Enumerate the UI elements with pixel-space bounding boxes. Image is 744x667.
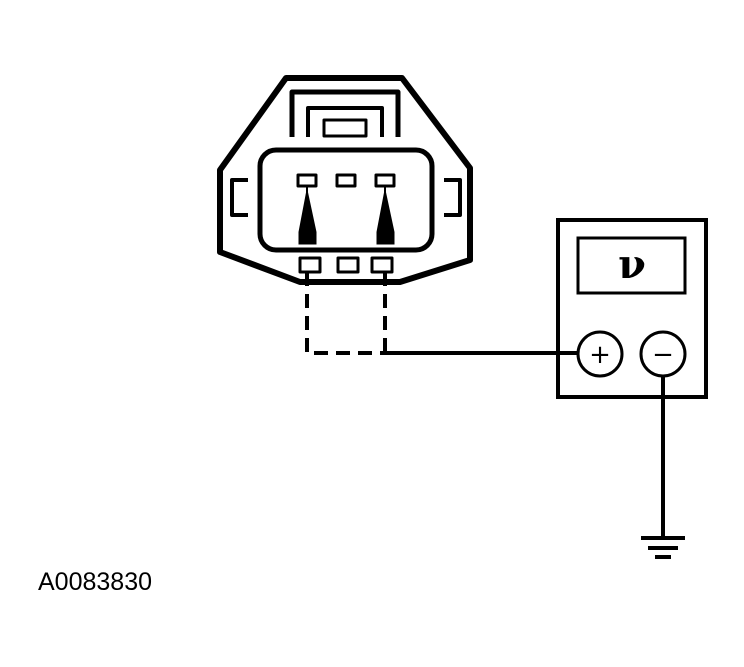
wire-exit-1 <box>298 256 322 274</box>
connector-housing <box>217 75 473 285</box>
wire-exit-2 <box>336 256 360 274</box>
voltmeter-body <box>556 218 708 399</box>
negative-terminal-label: − <box>652 340 674 370</box>
probe-right <box>376 189 395 245</box>
pin-slot-3 <box>374 173 396 188</box>
probe-left <box>298 189 317 245</box>
connector-latch <box>289 89 401 137</box>
pin-slot-1 <box>296 173 318 188</box>
test-wiring <box>305 272 665 537</box>
pin-slot-2 <box>335 173 357 188</box>
voltmeter-display <box>576 236 687 295</box>
connector-cavity <box>257 147 435 253</box>
connector-left-key <box>230 178 248 217</box>
wire-exit-3 <box>370 256 394 274</box>
positive-terminal <box>576 330 624 378</box>
voltmeter: ν + − <box>556 218 708 399</box>
test-probe-icon <box>298 186 395 245</box>
harness-wire-left <box>305 272 385 355</box>
electrical-connector-icon <box>217 75 473 285</box>
connector-right-key <box>444 178 462 217</box>
connector-latch-inner <box>306 106 384 137</box>
connector-latch-tab <box>322 118 368 138</box>
figure-id: A0083830 <box>38 568 152 596</box>
negative-terminal <box>639 330 687 378</box>
positive-terminal-label: + <box>589 340 611 370</box>
ground-symbol-icon <box>641 536 685 559</box>
voltmeter-display-symbol: ν <box>618 241 646 288</box>
